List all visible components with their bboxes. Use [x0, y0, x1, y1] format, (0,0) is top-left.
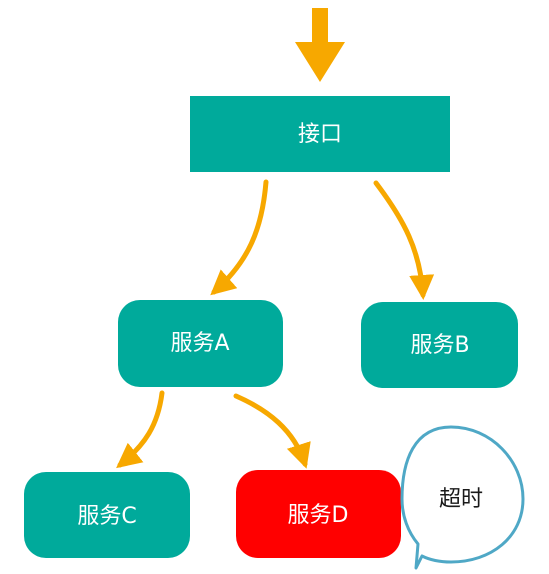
timeout-callout-label: 超时: [439, 487, 483, 512]
service-b-node-box: [361, 302, 518, 388]
service-d-node-box: [236, 470, 401, 558]
service-b-node: 服务B: [361, 302, 518, 388]
service-c-node: 服务C: [24, 472, 190, 558]
interface-node-label: 接口: [298, 122, 342, 147]
service-b-node-label: 服务B: [410, 333, 469, 358]
edge-interface-to-service-a: [210, 179, 269, 296]
timeout-callout: 超时: [400, 425, 525, 570]
edge-service-a-to-service-d: [233, 393, 311, 469]
service-c-node-box: [24, 472, 190, 558]
edge-service-a-to-service-c: [116, 390, 165, 469]
service-d-node: 服务D: [236, 470, 401, 558]
edge-interface-to-service-b: [373, 180, 435, 300]
entry-arrow: [295, 8, 345, 82]
speech-bubble-icon: [400, 425, 525, 570]
service-c-node-label: 服务C: [77, 504, 136, 529]
service-a-node-box: [118, 300, 283, 387]
interface-node-box: [190, 96, 450, 172]
service-d-node-label: 服务D: [288, 503, 349, 528]
service-a-node-label: 服务A: [170, 331, 229, 356]
interface-node: 接口: [190, 96, 450, 172]
service-a-node: 服务A: [118, 300, 283, 387]
